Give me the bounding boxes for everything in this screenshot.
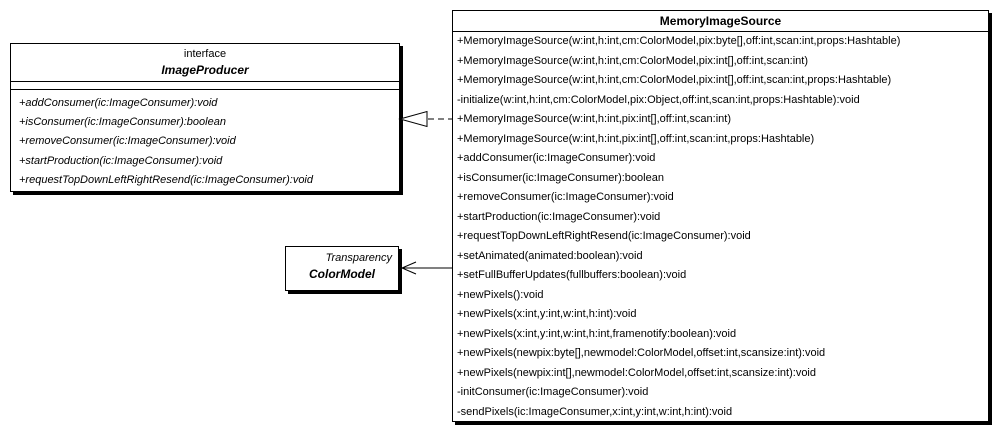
- method-row: +newPixels(newpix:byte[],newmodel:ColorM…: [457, 347, 826, 359]
- hollow-triangle-arrowhead-icon: [398, 110, 428, 128]
- method-row: +MemoryImageSource(w:int,h:int,pix:int[]…: [457, 113, 731, 125]
- colormodel-stereotype: Transparency: [325, 252, 392, 264]
- method-row: +newPixels(x:int,y:int,w:int,h:int):void: [457, 308, 637, 320]
- class-box-memoryimagesource[interactable]: MemoryImageSource +MemoryImageSource(w:i…: [452, 10, 989, 422]
- association-connector: [400, 261, 452, 275]
- memoryimagesource-methods: +MemoryImageSource(w:int,h:int,cm:ColorM…: [453, 32, 988, 422]
- method-row: +isConsumer(ic:ImageConsumer):boolean: [457, 171, 664, 184]
- method-row: -initConsumer(ic:ImageConsumer):void: [457, 386, 649, 398]
- method-row: +startProduction(ic:ImageConsumer):void: [19, 154, 223, 167]
- method-row: +MemoryImageSource(w:int,h:int,cm:ColorM…: [457, 54, 809, 67]
- method-row: +requestTopDownLeftRightResend(ic:ImageC…: [19, 173, 313, 186]
- method-row: -sendPixels(ic:ImageConsumer,x:int,y:int…: [457, 405, 733, 418]
- method-row: +removeConsumer(ic:ImageConsumer):void: [457, 191, 674, 203]
- realization-connector: [398, 110, 452, 128]
- method-row: +addConsumer(ic:ImageConsumer):void: [457, 152, 656, 164]
- method-row: +newPixels(x:int,y:int,w:int,h:int,frame…: [457, 327, 737, 340]
- method-row: +newPixels():void: [457, 288, 544, 301]
- imageproducer-methods: +addConsumer(ic:ImageConsumer):void +isCo…: [11, 90, 399, 190]
- method-row: +MemoryImageSource(w:int,h:int,pix:int[]…: [457, 132, 815, 145]
- imageproducer-stereotype: interface: [183, 48, 227, 60]
- imageproducer-header: interface ImageProducer: [11, 44, 399, 82]
- method-row: +startProduction(ic:ImageConsumer):void: [457, 210, 661, 223]
- imageproducer-attributes-compartment: [11, 82, 399, 90]
- method-row: +setAnimated(animated:boolean):void: [457, 249, 643, 262]
- class-box-imageproducer[interactable]: interface ImageProducer +addConsumer(ic:…: [10, 43, 400, 192]
- method-row: +MemoryImageSource(w:int,h:int,cm:ColorM…: [457, 35, 901, 47]
- method-row: -initialize(w:int,h:int,cm:ColorModel,pi…: [457, 93, 860, 106]
- colormodel-name: ColorModel: [309, 267, 375, 281]
- class-box-colormodel[interactable]: Transparency ColorModel: [285, 246, 399, 291]
- open-arrowhead-icon: [400, 261, 417, 275]
- method-row: +isConsumer(ic:ImageConsumer):boolean: [19, 116, 226, 129]
- method-row: +requestTopDownLeftRightResend(ic:ImageC…: [457, 230, 751, 242]
- method-row: +removeConsumer(ic:ImageConsumer):void: [19, 135, 236, 148]
- imageproducer-name: ImageProducer: [161, 63, 249, 77]
- method-row: +setFullBufferUpdates(fullbuffers:boolea…: [457, 269, 687, 281]
- method-row: +addConsumer(ic:ImageConsumer):void: [19, 97, 218, 109]
- memoryimagesource-name: MemoryImageSource: [453, 11, 988, 32]
- method-row: +newPixels(newpix:int[],newmodel:ColorMo…: [457, 366, 816, 379]
- method-row: +MemoryImageSource(w:int,h:int,cm:ColorM…: [457, 74, 892, 86]
